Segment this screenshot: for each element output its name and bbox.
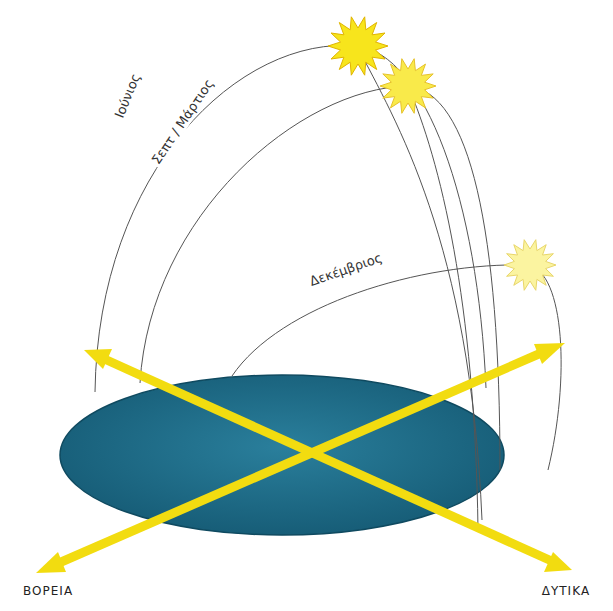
month-label: Ιούνιος	[112, 70, 144, 122]
equinox-meridian	[408, 86, 478, 530]
direction-label: ΒΟΡΕΙΑ	[21, 585, 75, 598]
sun-symbol	[328, 17, 388, 75]
june-meridian	[357, 46, 482, 520]
june-arc	[95, 45, 486, 392]
month-label: Σεπτ / Μάρτιος	[148, 75, 218, 169]
sun-symbol	[380, 59, 436, 114]
direction-label: ΔΥΤΙΚΑ	[540, 585, 593, 598]
sun-symbol	[504, 240, 556, 291]
month-label: Δεκέμβριος	[306, 250, 386, 289]
sun-symbols	[328, 17, 556, 291]
direction-arrows	[36, 343, 572, 573]
equinox-arc	[140, 86, 500, 470]
